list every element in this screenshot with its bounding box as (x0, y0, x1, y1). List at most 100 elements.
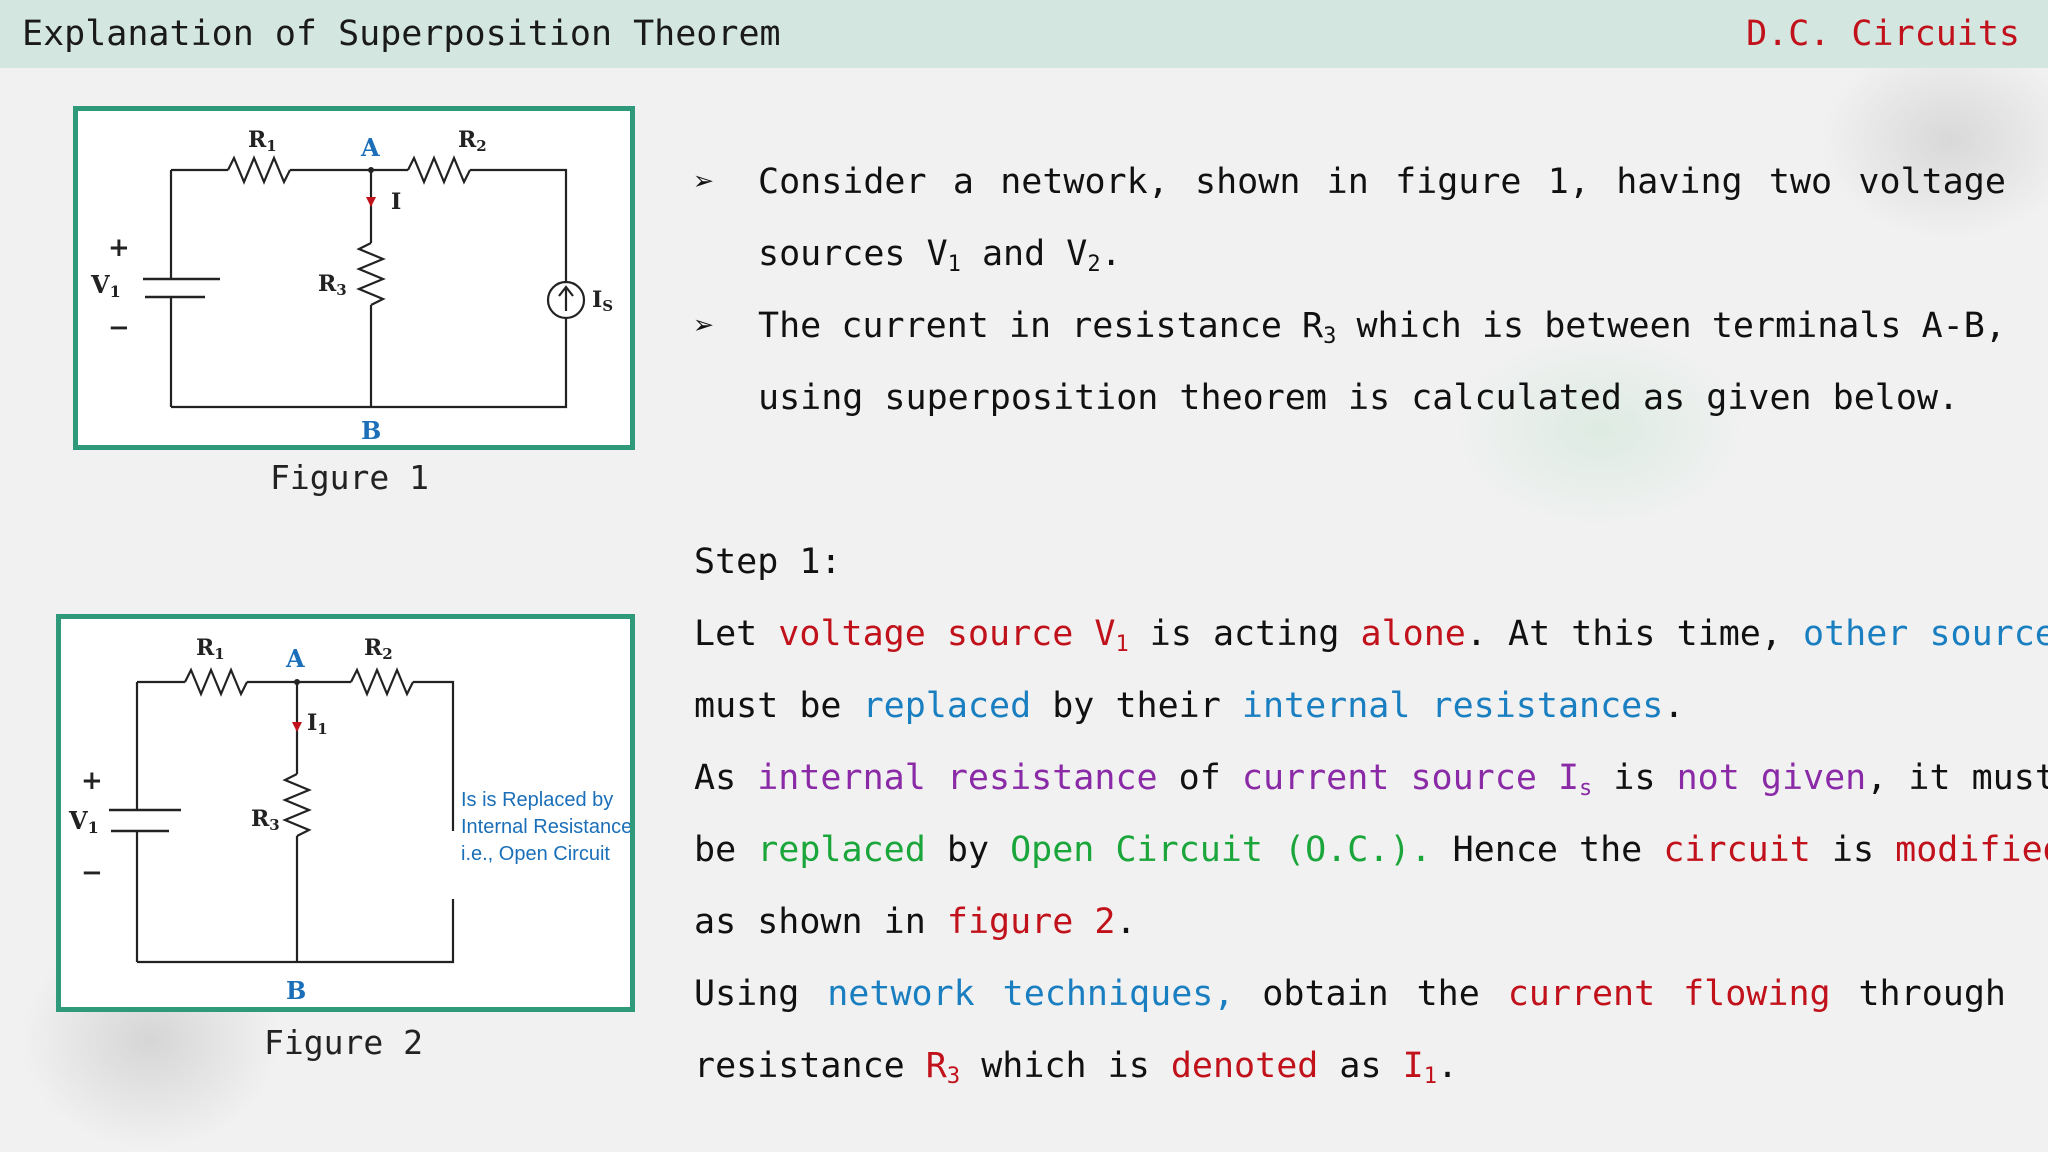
highlight-red: flowing (1683, 974, 1831, 1014)
step-1-line-5: as shown in figure 2. (694, 902, 2006, 942)
label-r1: R1 (196, 635, 225, 663)
word: which (1356, 306, 1462, 346)
highlight-blue: network (827, 974, 975, 1014)
subscript: 3 (946, 1064, 961, 1089)
resistor-r3 (282, 773, 312, 837)
label-is: IS (592, 287, 613, 315)
resistor-r1 (227, 155, 291, 185)
step-1-line-6: Using network techniques, obtain the cur… (694, 974, 2006, 1014)
word: resistance (1071, 306, 1282, 346)
open-circuit-note-line: i.e., Open Circuit (461, 843, 610, 865)
word: figure (1395, 162, 1522, 202)
header-bar: Explanation of Superposition Theorem D.C… (0, 0, 2048, 68)
bullet-arrow-icon: ➢ (694, 162, 715, 202)
text-span: voltage source V (778, 614, 1116, 654)
current-arrow-icon (292, 722, 302, 732)
text-span: . (1663, 686, 1685, 726)
bullet-1-line-1: Consider a network, shown in figure 1, h… (758, 162, 2006, 202)
subscript: 1 (947, 252, 961, 277)
highlight-red: current (1507, 974, 1656, 1014)
node-b-label: B (286, 976, 306, 1005)
subscript: 1 (1115, 632, 1129, 657)
word: in (1008, 306, 1052, 346)
label-r3: R3 (318, 271, 347, 299)
word: The (758, 306, 822, 346)
word: having (1616, 162, 1743, 202)
node-dot (368, 167, 374, 173)
subscript: s (1579, 776, 1593, 801)
text-span: which is (960, 1046, 1171, 1086)
figure-2-caption: Figure 2 (264, 1023, 423, 1062)
word: A-B, (1921, 306, 2006, 346)
highlight-red: voltage source V1 (778, 614, 1129, 657)
word: the (1416, 974, 1480, 1014)
text-span: resistance (694, 1046, 926, 1086)
label-v1: V1 (90, 270, 121, 301)
resistor-r3 (356, 242, 386, 306)
wire-open-end (137, 899, 455, 964)
page-title: Explanation of Superposition Theorem (22, 14, 781, 54)
step-1-line-1: Let voltage source V1 is acting alone. A… (694, 614, 2048, 657)
wire (470, 168, 568, 282)
circuit-diagram-2: R1 R2 R3 V1 A B I1 + − Is is Replaced by… (68, 635, 630, 1005)
highlight-red: I1 (1402, 1046, 1437, 1088)
background-glow (1820, 40, 2048, 240)
text-span: is (1810, 830, 1896, 870)
text-span: sources V (758, 234, 948, 274)
resistor-r1 (184, 667, 248, 697)
text-span: current source I (1241, 758, 1580, 798)
text-span: must be (694, 686, 863, 726)
up-arrow-icon (558, 285, 574, 297)
node-dot (294, 679, 300, 685)
highlight-blue: replaced (862, 686, 1032, 726)
subscript: 2 (1087, 252, 1101, 277)
resistor-r2 (350, 667, 414, 697)
figure-1-circuit: R1 R2 R3 V1 IS A B I + − (73, 106, 635, 450)
background-glow (1450, 330, 1750, 530)
text-span: is (1592, 758, 1677, 798)
word: 1, (1547, 162, 1590, 202)
highlight-blue: other sources (1803, 614, 2048, 654)
word: terminals (1711, 306, 1902, 346)
label-r1: R1 (248, 127, 277, 155)
highlight-green: Open Circuit (O.C.). (1010, 830, 1432, 870)
text-span: I (1402, 1046, 1424, 1086)
word: two (1768, 162, 1833, 202)
text-span: of (1157, 758, 1242, 798)
highlight-red: denoted (1170, 1046, 1319, 1086)
text-span: . (1115, 902, 1137, 942)
wire (171, 318, 568, 409)
word: a (952, 162, 974, 202)
plus-sign: + (81, 766, 103, 796)
highlight-purple: current source Is (1241, 758, 1593, 801)
text-span: , it must (1866, 758, 2048, 798)
word: through (1858, 974, 2006, 1014)
label-current-i: I (391, 189, 401, 215)
current-arrow-icon (366, 197, 376, 207)
text-span: . (1100, 234, 1122, 274)
minus-sign: − (108, 313, 130, 343)
text-span: . At this time, (1465, 614, 1804, 654)
current-source-symbol (546, 280, 586, 320)
word: is (1481, 306, 1525, 346)
circuit-diagram-1: R1 R2 R3 V1 IS A B I + − (90, 127, 613, 445)
label-current-i1: I1 (307, 710, 328, 738)
text-span: is acting (1128, 614, 1361, 654)
highlight-red: modified (1895, 830, 2048, 870)
highlight-red: R3 (925, 1046, 961, 1089)
step-1-line-3: As internal resistance of current source… (694, 758, 2048, 801)
text-span: be (694, 830, 758, 870)
text-span: Hence the (1431, 830, 1664, 870)
text-span: R (925, 1046, 947, 1086)
text-span: R (1302, 306, 1324, 346)
step-1-line-2: must be replaced by their internal resis… (694, 686, 2006, 726)
word: current (841, 306, 989, 346)
text-span: and V (960, 234, 1088, 274)
subscript: 3 (1323, 324, 1337, 349)
highlight-red: circuit (1663, 830, 1811, 870)
text-span: by their (1031, 686, 1242, 726)
label-r2: R2 (364, 635, 393, 663)
text-span: as (1318, 1046, 1403, 1086)
wire-open-end (413, 680, 455, 831)
text-span: as shown in (694, 902, 947, 942)
